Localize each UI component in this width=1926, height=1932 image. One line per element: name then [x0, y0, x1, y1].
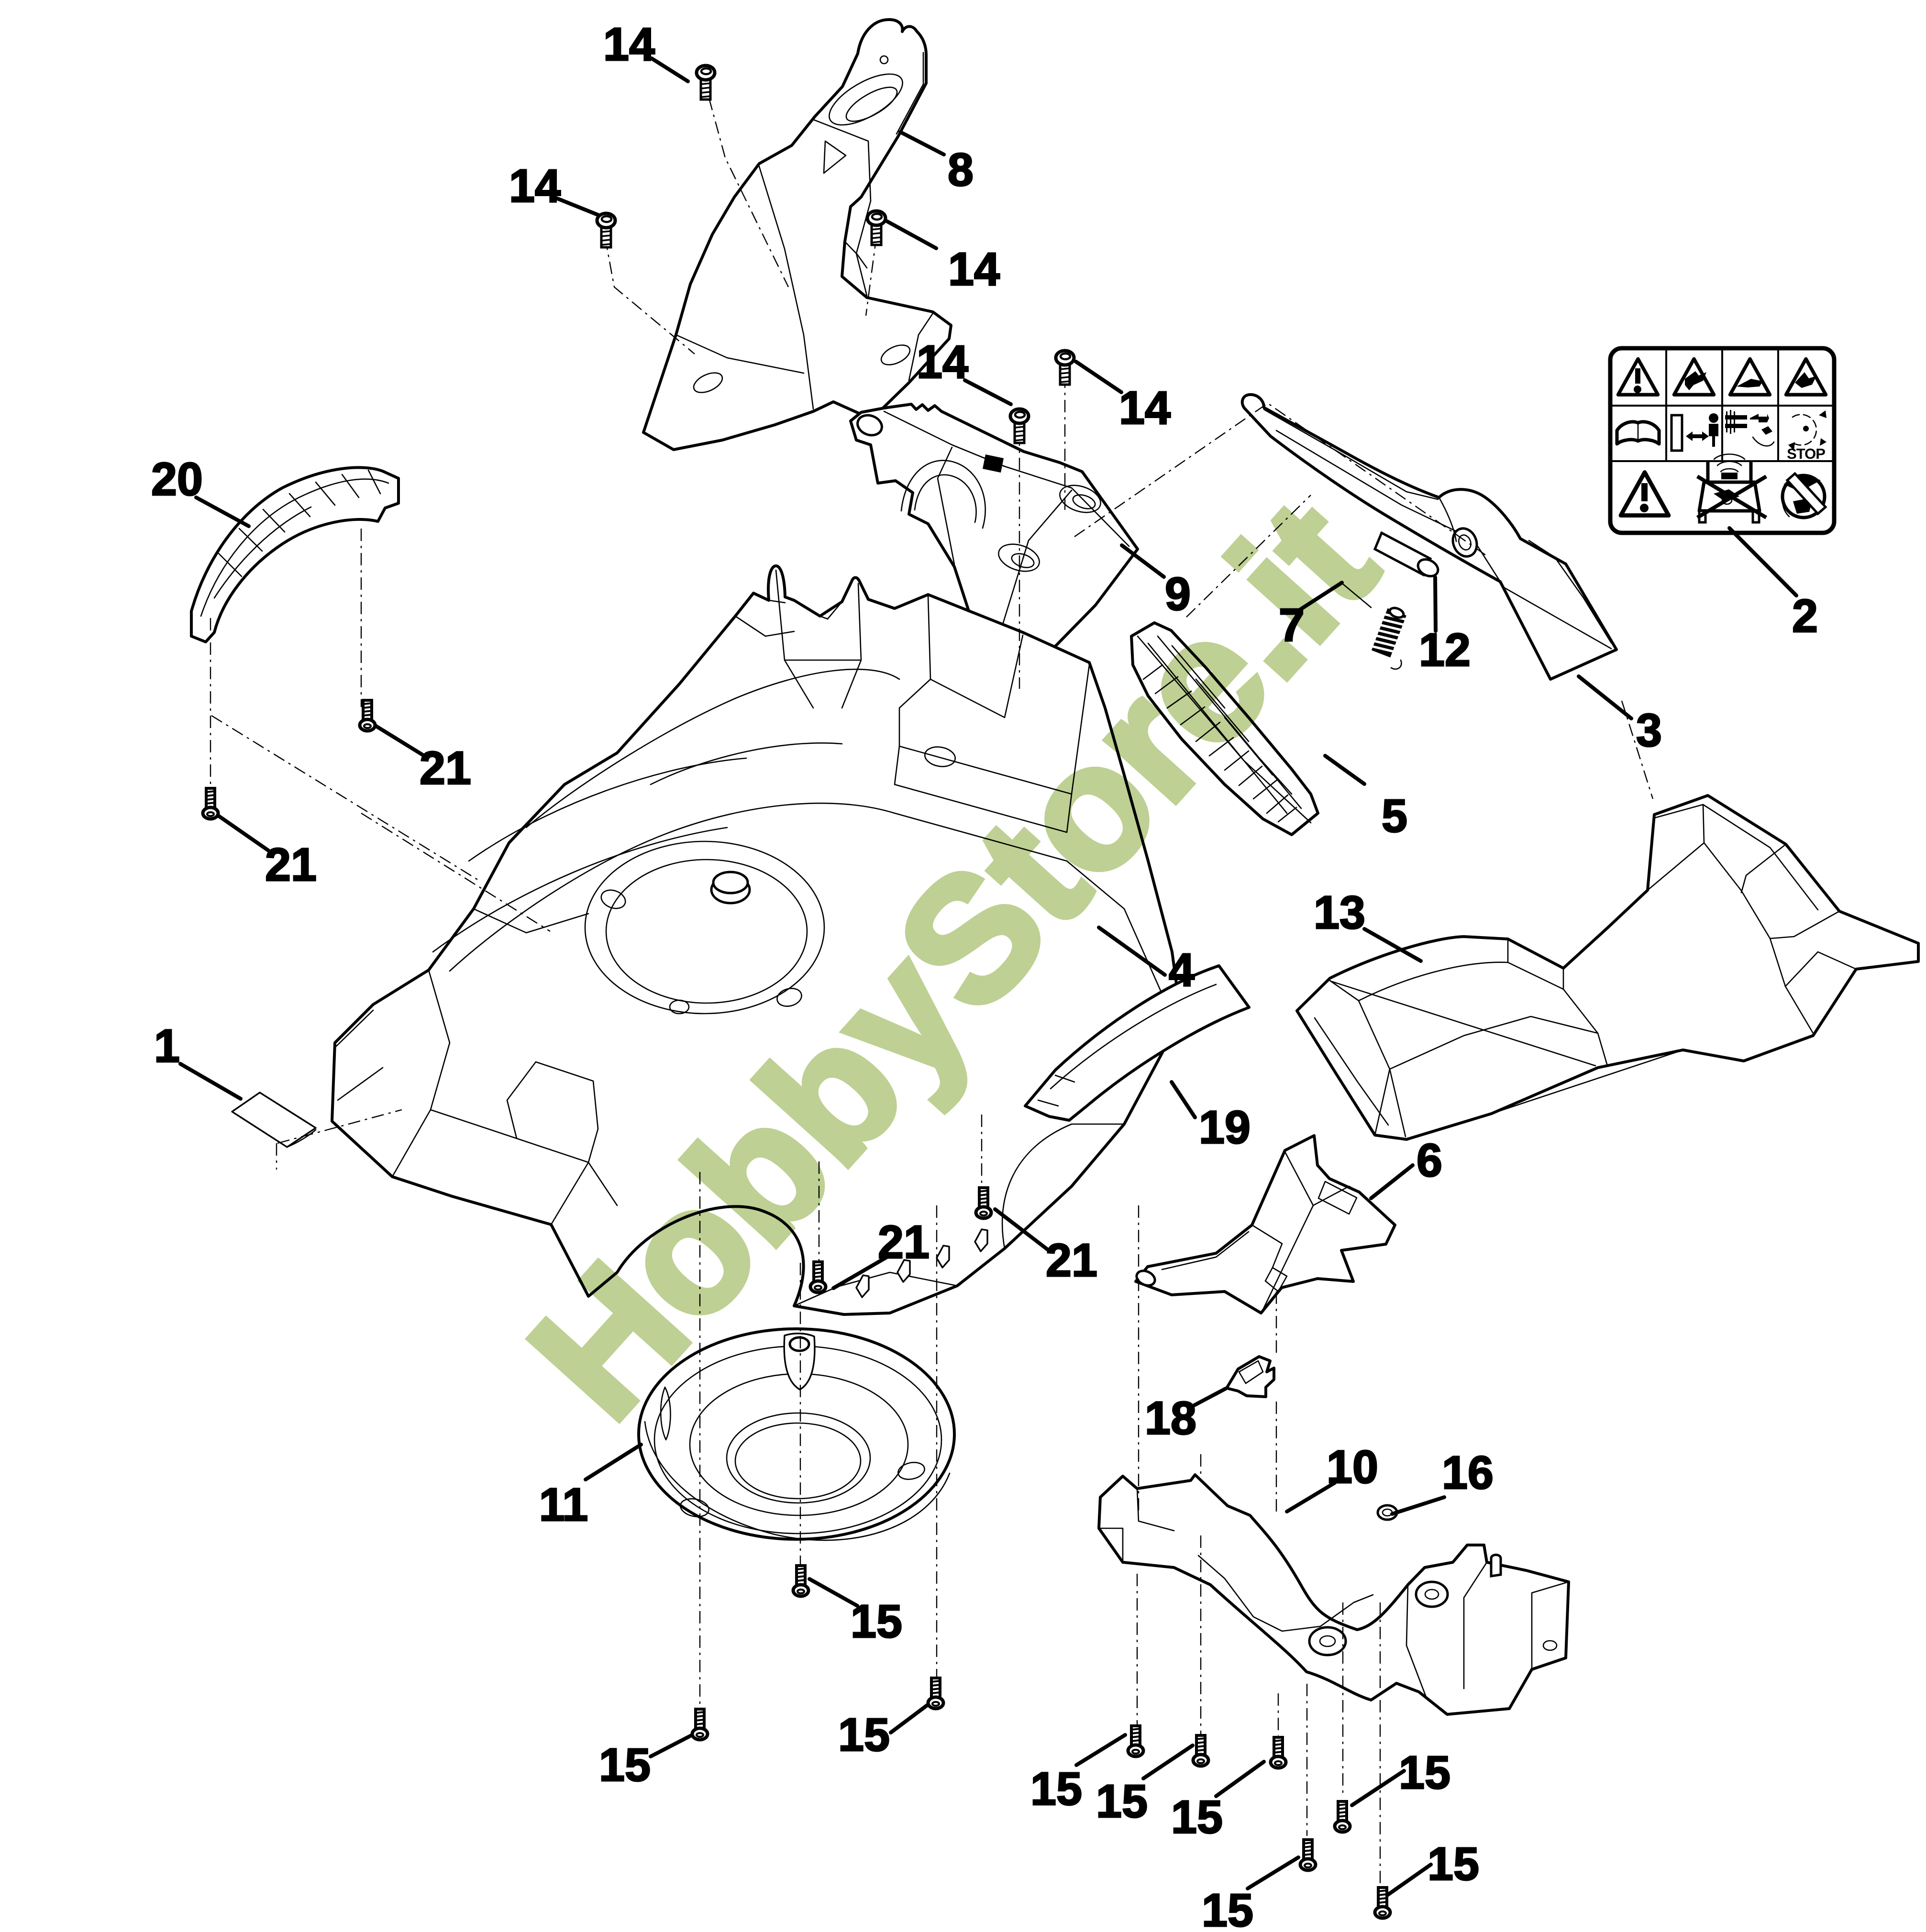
svg-text:11: 11: [539, 1479, 588, 1531]
svg-text:12: 12: [1419, 624, 1471, 676]
svg-text:4: 4: [1169, 944, 1195, 996]
svg-text:15: 15: [1096, 1775, 1148, 1827]
svg-text:9: 9: [1165, 568, 1191, 620]
svg-text:15: 15: [1202, 1884, 1253, 1932]
svg-text:7: 7: [1279, 599, 1305, 651]
svg-text:STOP: STOP: [1787, 445, 1825, 462]
svg-text:3: 3: [1636, 704, 1662, 756]
svg-text:21: 21: [420, 742, 471, 794]
svg-text:2: 2: [1792, 590, 1818, 642]
svg-text:1: 1: [154, 1020, 180, 1072]
svg-text:5: 5: [1382, 790, 1407, 842]
svg-text:14: 14: [509, 160, 561, 212]
svg-text:14: 14: [1119, 382, 1171, 434]
svg-text:14: 14: [603, 18, 655, 70]
svg-text:6: 6: [1417, 1134, 1442, 1186]
svg-text:14: 14: [948, 243, 1000, 295]
svg-text:15: 15: [599, 1739, 651, 1791]
svg-text:16: 16: [1442, 1446, 1494, 1499]
svg-text:21: 21: [265, 839, 317, 891]
svg-text:15: 15: [1171, 1791, 1223, 1843]
svg-text:15: 15: [1399, 1746, 1450, 1799]
svg-text:14: 14: [917, 336, 968, 388]
svg-text:13: 13: [1314, 886, 1365, 938]
svg-text:21: 21: [878, 1216, 930, 1268]
svg-text:21: 21: [1046, 1234, 1097, 1286]
svg-text:18: 18: [1145, 1392, 1196, 1444]
svg-text:10: 10: [1327, 1441, 1378, 1493]
svg-text:15: 15: [1428, 1838, 1479, 1890]
svg-text:15: 15: [1030, 1763, 1082, 1815]
svg-text:20: 20: [151, 453, 203, 505]
svg-text:19: 19: [1199, 1101, 1251, 1153]
svg-text:8: 8: [948, 144, 974, 196]
svg-text:15: 15: [838, 1709, 890, 1761]
svg-text:15: 15: [851, 1595, 902, 1647]
